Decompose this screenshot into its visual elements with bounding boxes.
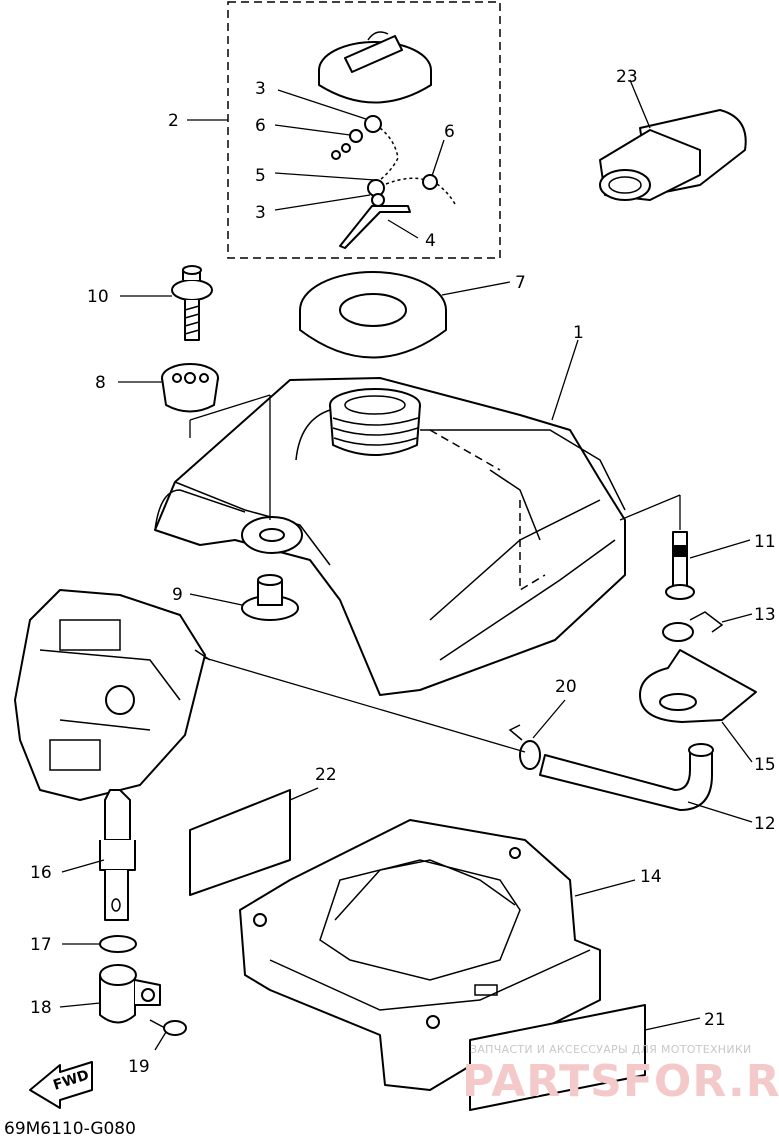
callout-10: 10: [87, 287, 109, 307]
callout-18: 18: [30, 998, 52, 1018]
watermark-logo: PARTSFOR.RU: [462, 1056, 779, 1107]
cap-gasket[interactable]: [299, 271, 447, 359]
callout-19: 19: [128, 1057, 150, 1077]
label-22[interactable]: [189, 789, 291, 896]
cap-chain: [331, 115, 456, 249]
callout-13: 13: [754, 605, 776, 625]
carburetor: [14, 589, 211, 801]
fwd-arrow-icon: FWD: [29, 1061, 93, 1109]
carb-hose-guide: [204, 657, 526, 753]
callout-14: 14: [640, 867, 662, 887]
rubber-damper[interactable]: [161, 363, 219, 413]
label-21[interactable]: [469, 1004, 646, 1111]
callout-16: 16: [30, 863, 52, 883]
callout-11: 11: [754, 532, 776, 552]
hose-clip-13[interactable]: [662, 611, 724, 642]
callout-3b: 3: [255, 203, 266, 223]
callout-1: 1: [573, 323, 584, 343]
callout-23: 23: [616, 67, 638, 87]
callout-15: 15: [754, 755, 776, 775]
bolt[interactable]: [171, 265, 213, 341]
cap-assembly-box: [227, 1, 501, 259]
bottom-cowling[interactable]: [239, 819, 601, 1091]
callout-12: 12: [754, 814, 776, 834]
hose-grommet[interactable]: [599, 109, 747, 201]
fuel-cock-lever[interactable]: [99, 789, 136, 921]
callout-6b: 6: [444, 122, 455, 142]
o-ring[interactable]: [99, 935, 137, 953]
callout-7: 7: [515, 273, 526, 293]
callout-3a: 3: [255, 79, 266, 99]
drawing-code: 69M6110-G080: [4, 1119, 136, 1137]
callout-4: 4: [425, 231, 436, 251]
filter-cover-plate[interactable]: [639, 649, 757, 723]
fuel-hose[interactable]: [539, 743, 714, 811]
callout-8: 8: [95, 373, 106, 393]
callout-21: 21: [704, 1010, 726, 1030]
callout-9: 9: [172, 585, 183, 605]
callout-22: 22: [315, 765, 337, 785]
callout-labels: 1 2 3 3 4 5 6 6 7 8 9 10 11 12 13 14 15 …: [30, 67, 776, 1077]
fuel-cap[interactable]: [318, 31, 432, 104]
screw[interactable]: [149, 1019, 187, 1036]
fuel-filter-pin[interactable]: [665, 531, 695, 600]
collar[interactable]: [241, 574, 299, 621]
callout-20: 20: [555, 677, 577, 697]
callout-6a: 6: [255, 116, 266, 136]
leader-lines: [59, 79, 753, 1051]
hose-clip-20[interactable]: [508, 724, 541, 770]
fuel-cock-body[interactable]: [99, 964, 161, 1024]
watermark-tagline: ЗАПЧАСТИ И АКСЕССУАРЫ ДЛЯ МОТОТЕХНИКИ: [470, 1043, 752, 1056]
callout-17: 17: [30, 935, 52, 955]
fuel-tank[interactable]: [154, 377, 626, 696]
callout-2: 2: [168, 111, 179, 131]
callout-5: 5: [255, 166, 266, 186]
